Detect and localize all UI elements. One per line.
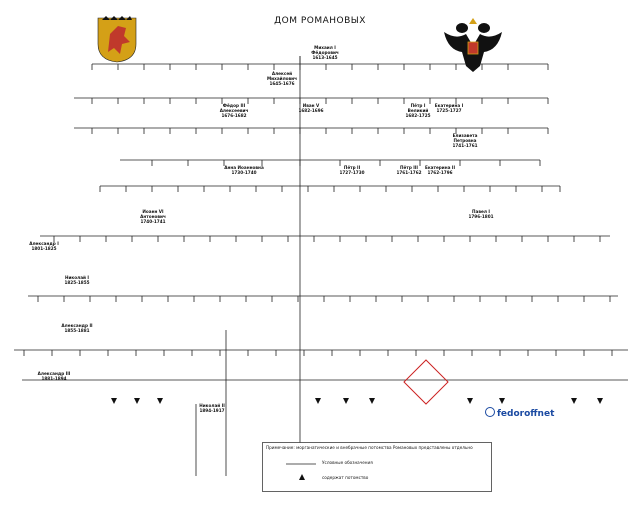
node-ivan5[interactable]: Иван V 1682-1696 — [296, 103, 326, 114]
node-alexei[interactable]: Алексей Михайлович 1645-1676 — [262, 71, 302, 86]
person-name: Александр II — [61, 323, 93, 328]
node-catherine1[interactable]: Екатерина I 1725-1727 — [432, 103, 466, 114]
node-paul1[interactable]: Павел I 1796-1801 — [466, 209, 496, 220]
node-elizabeth[interactable]: Елизавета Петровна 1741-1761 — [446, 133, 484, 148]
person-name: Павел I — [472, 209, 490, 214]
node-peter2[interactable]: Пётр II 1727-1730 — [338, 165, 366, 176]
person-name: Елизавета Петровна — [452, 133, 478, 143]
person-name: Екатерина II — [424, 165, 456, 170]
node-mikhail[interactable]: Михаил I Фёдорович 1613-1645 — [300, 45, 350, 60]
person-name: Михаил I Фёдорович — [311, 45, 339, 55]
node-ivan6[interactable]: Иоанн VI Антонович 1740-1741 — [132, 209, 174, 224]
person-reign: 1740-1741 — [140, 218, 166, 224]
person-name: Александр I — [29, 241, 59, 246]
node-peter3[interactable]: Пётр III 1761-1762 — [396, 165, 422, 176]
person-name: Пётр II — [343, 165, 361, 170]
person-name: Алексей Михайлович — [267, 71, 297, 81]
logo-text: fedoroffnet — [497, 409, 555, 419]
node-catherine2[interactable]: Екатерина II 1762-1796 — [424, 165, 456, 176]
legend-line2: содержат потомство — [322, 475, 369, 480]
person-name: Иван V — [302, 103, 320, 108]
node-nicholas2[interactable]: Николай II 1894-1917 — [194, 403, 230, 414]
person-reign: 1645-1676 — [269, 80, 295, 86]
fedoroffnet-logo: fedoroffnet — [485, 407, 554, 419]
node-alexander3[interactable]: Александр III 1881-1894 — [36, 371, 72, 382]
node-alexander2[interactable]: Александр II 1855-1881 — [60, 323, 94, 334]
person-name: Анна Иоанновна — [224, 165, 264, 170]
person-reign: 1613-1645 — [312, 54, 338, 60]
double-headed-eagle-icon — [438, 6, 508, 76]
person-reign: 1741-1761 — [452, 142, 478, 148]
highlight-diamond — [403, 359, 449, 405]
page-title: ДОМ РОМАНОВЫХ — [274, 16, 366, 26]
person-reign: 1727-1730 — [339, 169, 365, 175]
legend-note: Примечание: морганатические и внебрачные… — [266, 445, 473, 450]
person-reign: 1855-1881 — [64, 327, 90, 333]
person-reign: 1676-1682 — [221, 112, 247, 118]
person-name: Александр III — [37, 371, 71, 376]
person-reign: 1796-1801 — [468, 213, 494, 219]
person-name: Иоанн VI Антонович — [140, 209, 166, 219]
person-reign: 1730-1740 — [231, 169, 257, 175]
person-reign: 1825-1855 — [64, 279, 90, 285]
person-name: Николай II — [199, 403, 225, 408]
person-reign: 1762-1796 — [427, 169, 453, 175]
person-reign: 1682-1696 — [298, 107, 324, 113]
legend-line1: Условные обозначения — [322, 460, 373, 465]
node-nicholas1[interactable]: Николай I 1825-1855 — [60, 275, 94, 286]
person-reign: 1761-1762 — [396, 169, 422, 175]
person-name: Пётр III — [400, 165, 418, 170]
person-reign: 1881-1894 — [41, 375, 67, 381]
romanov-griffin-crest — [96, 14, 138, 64]
person-name: Николай I — [64, 275, 89, 280]
node-anna[interactable]: Анна Иоанновна 1730-1740 — [224, 165, 264, 176]
legend: Примечание: морганатические и внебрачные… — [262, 442, 492, 492]
person-reign: 1894-1917 — [199, 407, 225, 413]
node-peter1[interactable]: Пётр I Великий 1682-1725 — [402, 103, 434, 118]
node-fyodor3[interactable]: Фёдор III Алексеевич 1676-1682 — [214, 103, 254, 118]
person-name: Фёдор III Алексеевич — [219, 103, 249, 113]
person-reign: 1682-1725 — [405, 112, 431, 118]
person-name: Екатерина I — [434, 103, 464, 108]
person-reign: 1725-1727 — [436, 107, 462, 113]
person-name: Пётр I Великий — [407, 103, 429, 113]
person-reign: 1801-1825 — [31, 245, 57, 251]
node-alexander1[interactable]: Александр I 1801-1825 — [26, 241, 62, 252]
logo-mark-icon — [485, 407, 495, 417]
